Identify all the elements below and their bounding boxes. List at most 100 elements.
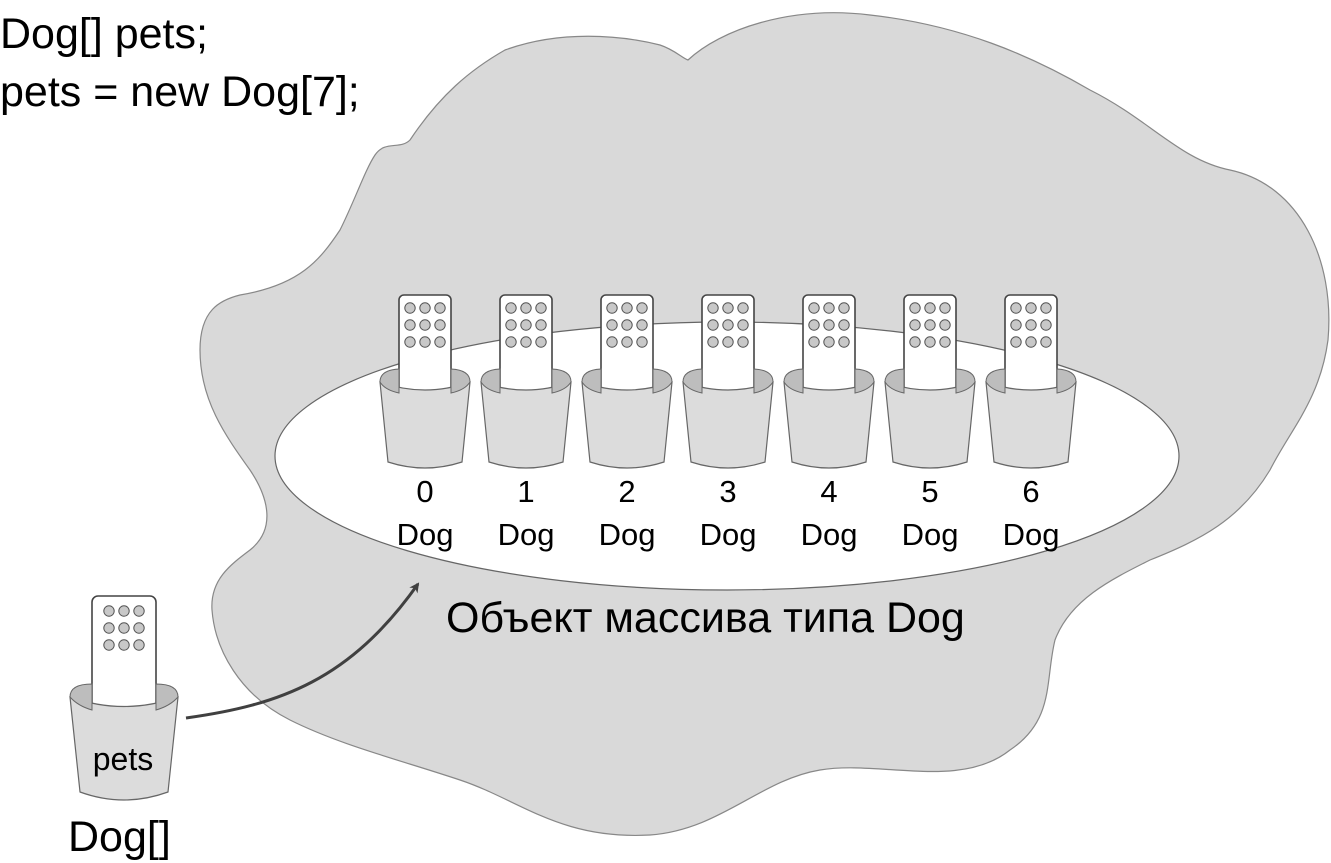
pets-remote-button [118, 639, 130, 651]
array-element-type-label: Dog [1003, 517, 1060, 552]
remote-button [1040, 319, 1052, 331]
remote-button [621, 336, 633, 348]
array-element-type-label: Dog [498, 517, 555, 552]
reference-arrow [185, 582, 420, 720]
cup-body [480, 381, 572, 469]
remote-button [535, 336, 547, 348]
remote-button [404, 319, 416, 331]
array-index-label: 4 [820, 474, 837, 509]
cup-rim-left [480, 368, 501, 394]
array-index-label: 2 [618, 474, 635, 509]
remote-button [1040, 302, 1052, 314]
remote-button [636, 319, 648, 331]
remote-button [606, 336, 618, 348]
cup-body [783, 381, 875, 469]
remote-button [924, 336, 936, 348]
remote-button [737, 302, 749, 314]
remote-button [505, 302, 517, 314]
cup-body [884, 381, 976, 469]
remote-button [404, 302, 416, 314]
array-caption: Объект массива типа Dog [446, 594, 965, 642]
remote-button [1010, 336, 1022, 348]
remote-button [939, 336, 951, 348]
remote-button [707, 302, 719, 314]
remote-button [419, 302, 431, 314]
remote-button [419, 336, 431, 348]
pets-remote-button [103, 639, 115, 651]
remote-button [520, 319, 532, 331]
remote-button [636, 302, 648, 314]
remote-button [434, 302, 446, 314]
remote-button [838, 302, 850, 314]
pets-cup-rim-left [69, 683, 93, 711]
array-index-label: 0 [416, 474, 433, 509]
cup-rim-right [652, 368, 673, 394]
pets-remote-button [133, 622, 145, 634]
remote-button [419, 319, 431, 331]
remote-button [722, 319, 734, 331]
cup-body [379, 381, 471, 469]
pets-remote-button [133, 605, 145, 617]
remote-button [1025, 302, 1037, 314]
remote-button [838, 336, 850, 348]
remote-button [838, 319, 850, 331]
pets-variable-name: pets [93, 741, 153, 777]
remote-button [909, 336, 921, 348]
code-instantiation-line: pets = new Dog[7]; [0, 68, 360, 116]
pets-variable-type: Dog[] [68, 813, 171, 861]
remote-button [924, 302, 936, 314]
cup-rim-left [985, 368, 1006, 394]
pets-remote-button [133, 639, 145, 651]
cup-rim-left [682, 368, 703, 394]
array-element-type-label: Dog [397, 517, 454, 552]
remote-button [404, 336, 416, 348]
remote-button [939, 319, 951, 331]
remote-button [823, 302, 835, 314]
remote-button [823, 319, 835, 331]
remote-button [505, 336, 517, 348]
remote-button [520, 336, 532, 348]
remote-button [434, 336, 446, 348]
pets-reference-cup: pets [69, 595, 179, 801]
cup-rim-left [379, 368, 400, 394]
array-element-type-label: Dog [801, 517, 858, 552]
remote-button [909, 319, 921, 331]
remote-button [823, 336, 835, 348]
array-index-label: 6 [1022, 474, 1039, 509]
remote-button [737, 319, 749, 331]
remote-button [535, 319, 547, 331]
array-element-type-label: Dog [902, 517, 959, 552]
remote-button [808, 302, 820, 314]
pets-remote-buttons [103, 605, 145, 651]
cup-rim-right [753, 368, 774, 394]
cup-rim-right [955, 368, 976, 394]
remote-button [808, 336, 820, 348]
cup-rim-left [581, 368, 602, 394]
array-element-type-label: Dog [599, 517, 656, 552]
remote-button [1040, 336, 1052, 348]
array-index-label: 1 [517, 474, 534, 509]
cup-rim-right [450, 368, 471, 394]
cup-rim-left [884, 368, 905, 394]
code-declaration-line: Dog[] pets; [0, 10, 208, 58]
remote-button [808, 319, 820, 331]
pets-remote-button [103, 605, 115, 617]
remote-button [939, 302, 951, 314]
remote-button [722, 336, 734, 348]
remote-button [1010, 319, 1022, 331]
cup-body [985, 381, 1077, 469]
remote-button [621, 319, 633, 331]
remote-button [505, 319, 517, 331]
cup-rim-right [551, 368, 572, 394]
remote-button [1025, 336, 1037, 348]
pets-cup-rim-right [155, 683, 179, 711]
remote-button [621, 302, 633, 314]
cup-body [581, 381, 673, 469]
